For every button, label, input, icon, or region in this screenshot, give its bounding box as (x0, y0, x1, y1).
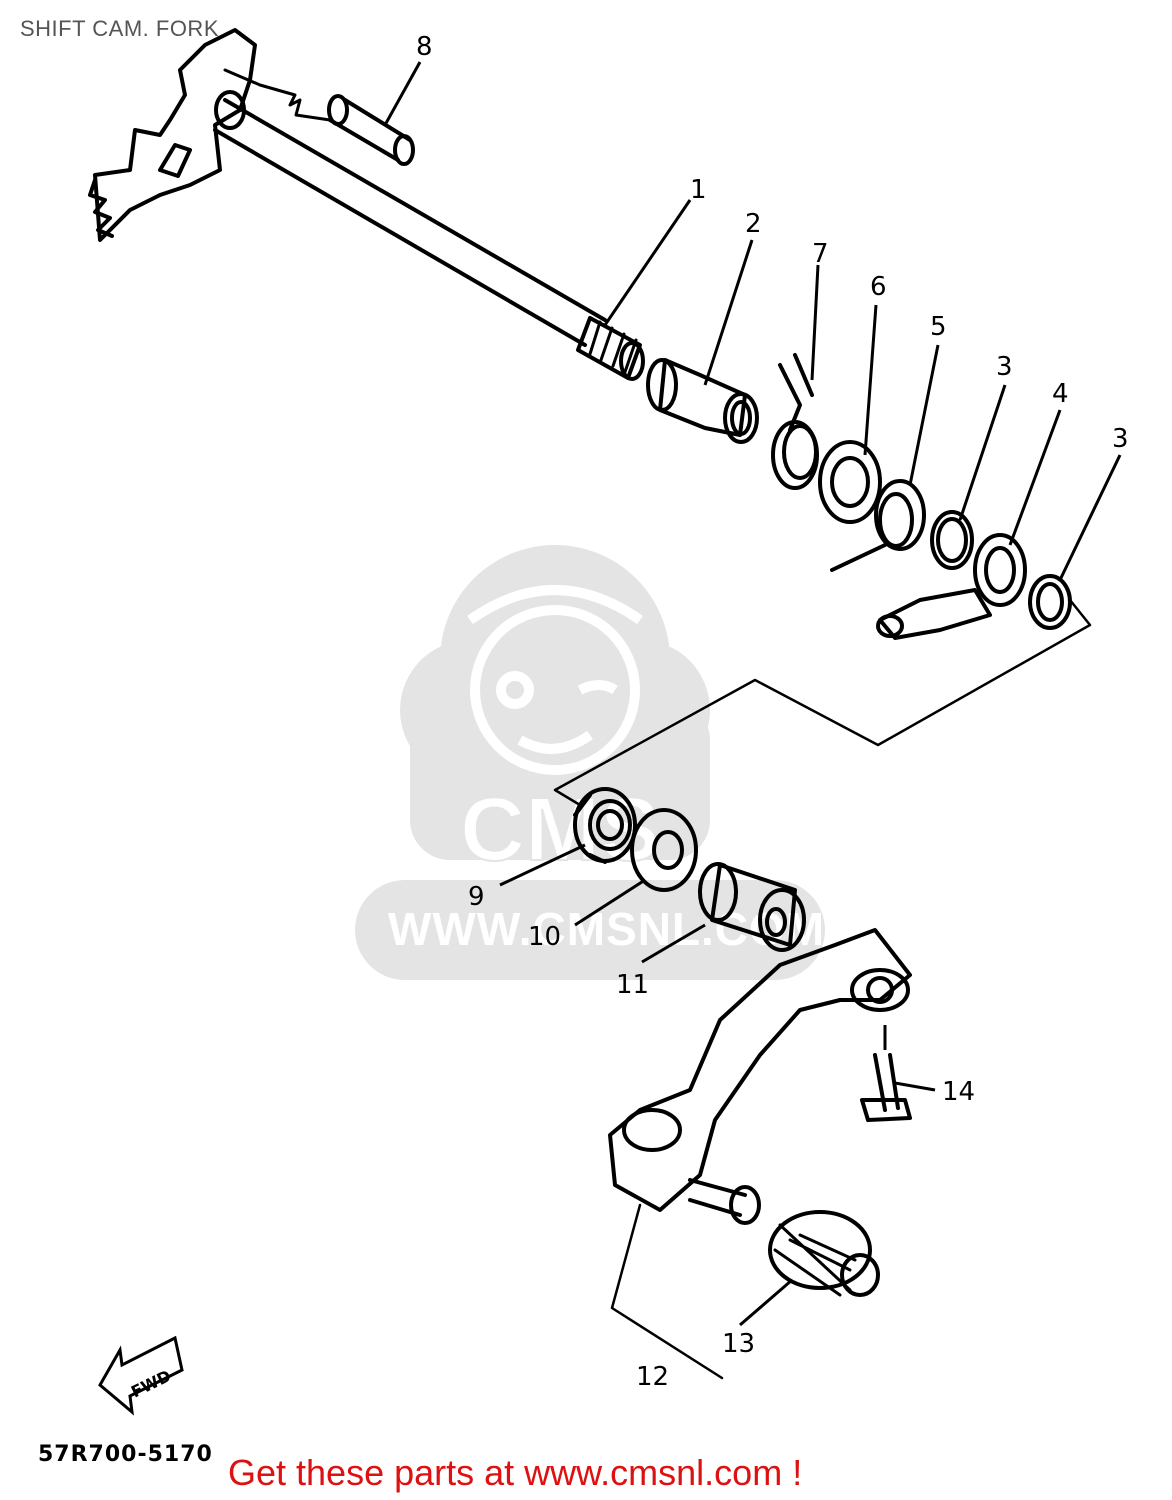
callout-2: 2 (745, 209, 762, 239)
washer-6 (818, 440, 882, 524)
watermark-face (467, 585, 643, 775)
shift-fork-teeth (88, 178, 114, 238)
callout-9: 9 (468, 882, 485, 912)
watermark-url: WWW.CMSNL.COM (388, 903, 825, 955)
callout-12: 12 (636, 1362, 669, 1392)
callout-8: 8 (416, 32, 433, 62)
callout-labels: 1 2 7 6 5 3 4 3 8 9 10 11 14 13 12 (416, 32, 1129, 1392)
callout-10: 10 (528, 922, 561, 952)
shift-shaft-top-edge (223, 98, 607, 322)
callout-11: 11 (616, 970, 649, 1000)
leader-lines (383, 61, 1122, 1327)
watermark-logo-text: CMS (460, 780, 660, 880)
callout-13: 13 (722, 1329, 755, 1359)
callout-1: 1 (690, 175, 707, 205)
stopper-arm-4 (973, 533, 1027, 607)
promo-link[interactable]: Get these parts at www.cmsnl.com ! (228, 1452, 803, 1493)
pedal-peg-shaft (688, 1178, 747, 1217)
title: SHIFT CAM. FORK (20, 16, 219, 41)
shift-shaft-end-top (214, 90, 246, 130)
shaft-spline (576, 316, 642, 380)
callout-7: 7 (812, 239, 829, 269)
callout-6: 6 (870, 272, 887, 302)
callout-3a: 3 (996, 352, 1013, 382)
rubber-13 (768, 1210, 872, 1290)
shift-fork-plate (93, 28, 257, 242)
fwd-arrow-icon (98, 1335, 184, 1416)
spring-7 (778, 353, 814, 432)
collar-11 (710, 863, 797, 947)
diagram-code: 57R700-5170 (38, 1442, 213, 1467)
pin-8 (328, 98, 412, 162)
callout-4: 4 (1052, 379, 1069, 409)
callout-14: 14 (942, 1077, 975, 1107)
callout-3b: 3 (1112, 424, 1129, 454)
callout-5: 5 (930, 312, 947, 342)
spring-5 (830, 543, 887, 572)
fwd-label: FWD (128, 1366, 174, 1401)
washer-10 (630, 808, 698, 892)
shift-shaft-bottom-edge (213, 128, 587, 347)
circlip-3a (930, 510, 974, 570)
assembly-bracket (553, 598, 1092, 807)
shift-fork-slot (158, 143, 192, 178)
